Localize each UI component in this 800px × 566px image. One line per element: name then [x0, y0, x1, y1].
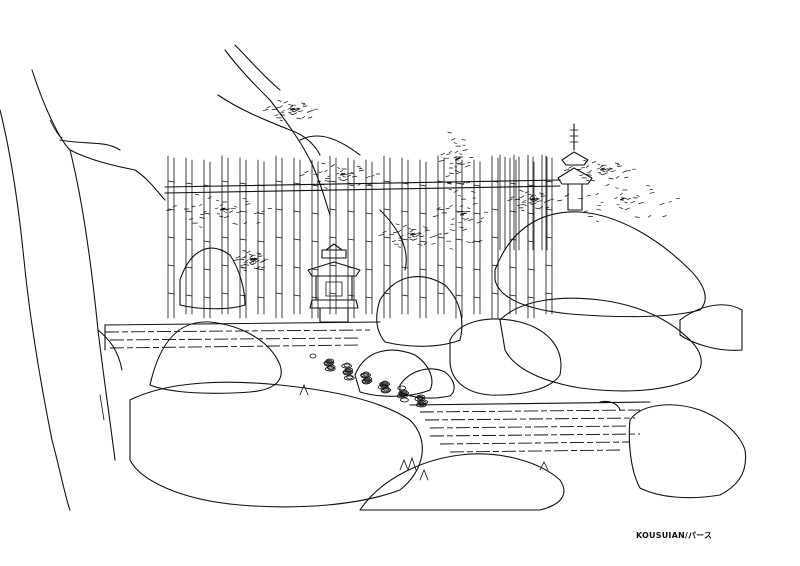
- pebble: [381, 380, 389, 386]
- foliage-cluster: [378, 223, 442, 248]
- garden-rocks: [129, 211, 747, 511]
- fence-post: [473, 159, 481, 315]
- fence-post: [221, 155, 229, 315]
- foliage-cluster: [299, 162, 380, 189]
- pebble: [397, 385, 407, 391]
- pebble: [343, 362, 351, 368]
- fence-post: [293, 157, 301, 315]
- foliage-cluster: [166, 193, 272, 228]
- pebble: [361, 378, 373, 384]
- pine-tree: [217, 44, 407, 271]
- foliage-cluster: [507, 190, 554, 212]
- pebble: [343, 375, 355, 381]
- pebble: [325, 358, 335, 364]
- foliage-cluster: [563, 160, 636, 182]
- fence-post: [257, 159, 265, 315]
- fence-post: [437, 155, 445, 315]
- fence-rail-top: [164, 179, 561, 188]
- pebble: [417, 399, 429, 405]
- fence-post: [509, 157, 517, 315]
- fence-post: [185, 157, 193, 315]
- pebble: [363, 376, 373, 382]
- foliage-cluster: [233, 250, 269, 272]
- pebble: [400, 389, 408, 395]
- foliage: [166, 100, 680, 272]
- pebble: [346, 374, 354, 380]
- foliage-cluster: [438, 131, 474, 191]
- fence-post: [545, 155, 553, 315]
- pebble: [326, 364, 336, 370]
- foliage-cluster: [432, 182, 488, 250]
- pebble: [382, 386, 390, 392]
- fence-post: [365, 159, 373, 315]
- pebble: [327, 365, 335, 371]
- pebble: [415, 402, 427, 408]
- pebble: [380, 387, 392, 393]
- pebble: [324, 366, 336, 372]
- pond-water: [409, 400, 651, 453]
- pebble: [416, 394, 426, 400]
- fence-post: [329, 155, 337, 315]
- pebble: [342, 369, 354, 375]
- fence-post: [419, 159, 427, 319]
- pebble: [399, 397, 409, 403]
- stone-pagoda: [557, 123, 593, 211]
- garden-wall: [104, 321, 381, 351]
- grass-tufts: [299, 383, 549, 481]
- pebble: [398, 390, 410, 396]
- fence-rail-top-lower: [164, 185, 561, 194]
- stream-pebbles: [309, 353, 429, 408]
- stone-lantern: [307, 243, 361, 323]
- fence-post: [455, 157, 463, 319]
- bamboo-fence: [167, 154, 553, 319]
- pebble: [379, 381, 391, 387]
- fence-post: [203, 159, 211, 319]
- fence-post: [347, 157, 355, 319]
- foliage-cluster: [557, 179, 680, 223]
- foliage-cluster: [262, 100, 318, 122]
- fence-post: [239, 157, 247, 319]
- pebble: [362, 371, 370, 377]
- pebble: [344, 367, 354, 373]
- tree-trunk: [0, 69, 166, 511]
- pebble: [309, 353, 317, 359]
- drawing-caption: KOUSUIAN/パース: [636, 531, 713, 540]
- fence-post: [311, 159, 319, 319]
